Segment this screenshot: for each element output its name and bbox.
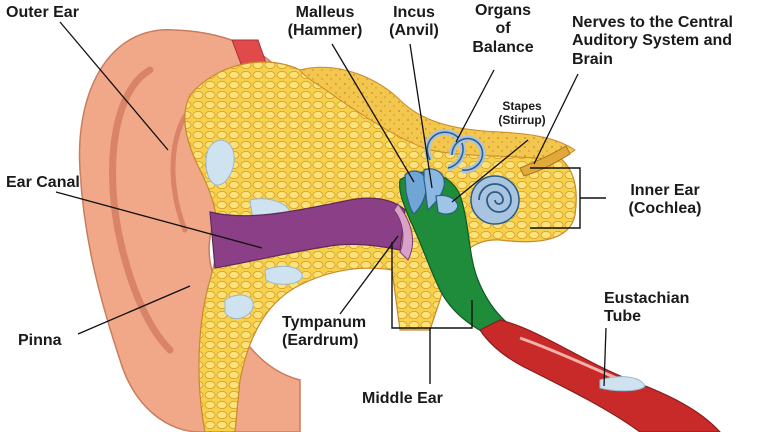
ear-canal [209,197,406,269]
eardrum [393,203,413,261]
label-tympanum: Tympanum (Eardrum) [282,314,367,350]
fluid-pocket-1 [205,140,235,186]
eustachian-fluid [599,376,646,392]
stapes-bone [435,194,459,215]
label-organs-of-balance: Organs of Balance [472,2,534,56]
cochlea [470,175,520,225]
label-middle-ear: Middle Ear [362,390,443,407]
label-malleus: Malleus (Hammer) [287,4,363,40]
inner-ear-bracket [530,167,606,229]
label-incus: Incus (Anvil) [389,4,439,40]
middle-ear-bracket [391,242,473,384]
label-pinna: Pinna [18,332,62,349]
semicircular-canals [424,129,486,174]
label-nerves: Nerves to the Central Auditory System an… [572,14,733,68]
leader-lines [55,21,607,387]
label-eustachian-tube: Eustachian Tube [604,290,690,326]
fluid-pocket-3 [264,265,303,285]
label-outer-ear: Outer Ear [6,4,79,21]
eustachian-tube [479,319,721,432]
malleus-bone [404,170,427,215]
label-inner-ear: Inner Ear (Cochlea) [628,182,702,218]
pinna-inner-fold [109,66,174,354]
fluid-pocket-4 [224,294,254,319]
label-ear-canal: Ear Canal [6,174,80,191]
label-stapes: Stapes (Stirrup) [498,99,546,127]
